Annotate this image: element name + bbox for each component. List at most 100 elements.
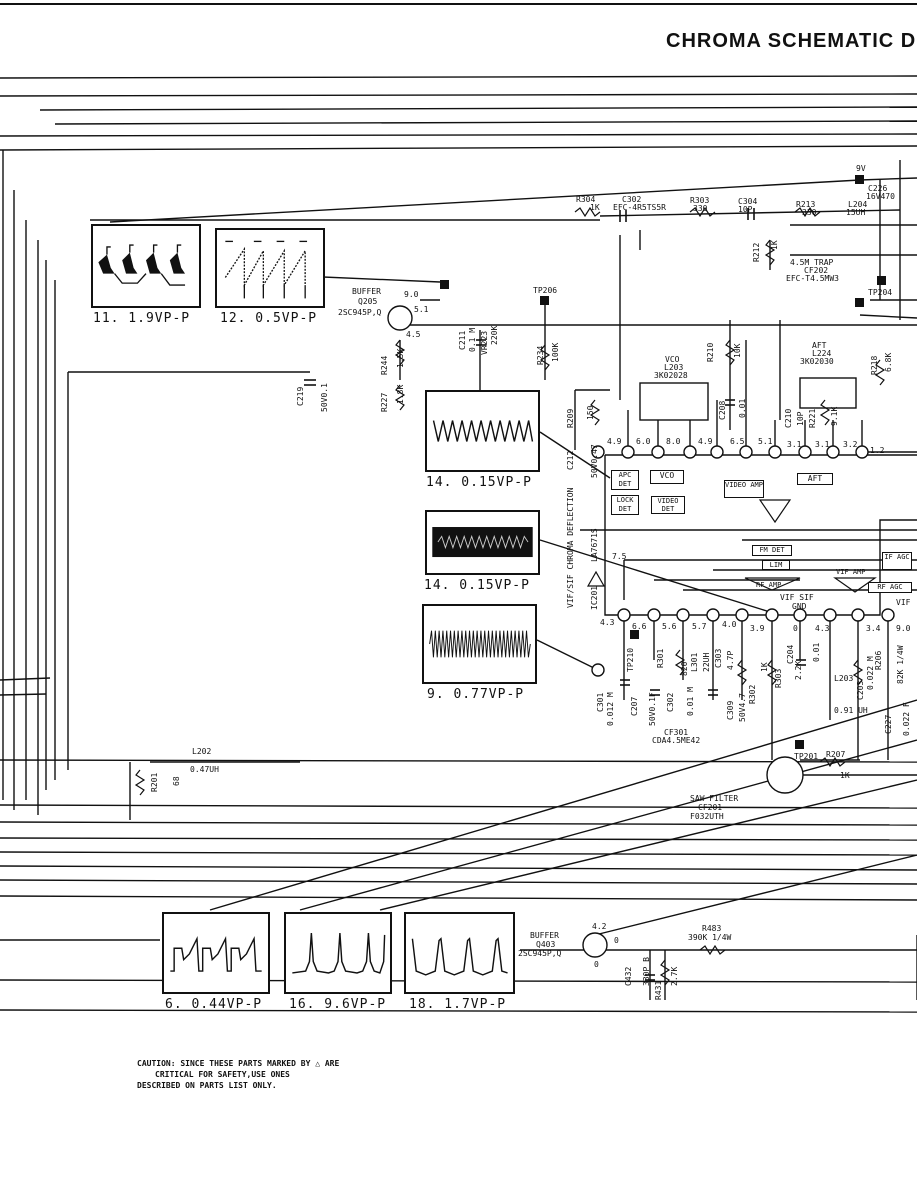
pin-voltage-b9: 3.4 [866, 624, 881, 633]
pin-voltage-4: 4.9 [698, 437, 713, 446]
label-q205-type: 2SC945P,Q [338, 308, 382, 317]
label-r209-value: 150 [586, 405, 595, 420]
block-if-agc: IF AGC [882, 552, 912, 570]
label-c303-value: 4.7P [726, 650, 735, 670]
label-r303: R303 [690, 196, 710, 205]
label-r304: R304 [576, 195, 596, 204]
ic-reference: IC201 [590, 585, 599, 610]
waveform-11 [98, 244, 186, 286]
scope-12 [215, 228, 325, 308]
pin-voltage-b7: 0 [793, 624, 798, 633]
label-q403-type: 2SC945P,Q [518, 949, 562, 958]
scope-11-label: 11. 1.9VP-P [93, 311, 191, 326]
caution-note: CAUTION: SINCE THESE PARTS MARKED BY △ A… [137, 1058, 339, 1091]
label-c432-value: 330P B [642, 957, 651, 986]
block-rf-agc: RF AGC [868, 582, 912, 593]
label-9v: 9V [856, 164, 866, 173]
waveform-16 [292, 932, 386, 974]
label-r301-value: 820 [680, 661, 689, 676]
label-c204: C204 [786, 644, 795, 664]
label-q403: Q403 [536, 940, 556, 949]
scope-6 [162, 912, 270, 994]
waveform-9 [429, 630, 531, 658]
scope-11 [91, 224, 201, 308]
block-video-det: VIDEO DET [651, 496, 685, 514]
label-c208: C208 [718, 400, 727, 420]
label-gnd: GND [792, 602, 807, 611]
block-vco: VCO [650, 470, 684, 484]
scope-9-label: 9. 0.77VP-P [427, 687, 525, 702]
label-c303: C303 [714, 648, 723, 668]
label-r431: R431 [654, 980, 663, 1000]
label-c304: C304 [738, 197, 758, 206]
label-l203-value: 3K02028 [654, 371, 688, 380]
label-c227-value: 0.022 F [902, 702, 911, 736]
label-cf301: CF301 [664, 728, 689, 737]
label-l301: L301 [690, 652, 699, 672]
label-q205: Q205 [358, 297, 378, 306]
scope-6-label: 6. 0.44VP-P [165, 997, 263, 1012]
label-tp210: TP210 [626, 647, 635, 672]
waveform-6 [170, 936, 262, 972]
label-r210-value: 10K [733, 343, 742, 358]
pin-voltage-7: 3.1 [787, 440, 802, 449]
label-r209: R209 [566, 408, 575, 428]
label-vif-sif: VIF SIF [780, 593, 814, 602]
waveform-14b [432, 527, 533, 558]
label-r213: R213 [796, 200, 816, 209]
label-r303-value: 330 [693, 204, 708, 213]
label-c207-value: 50V0.1F [648, 692, 657, 726]
label-c304-value: 10P [738, 205, 753, 214]
block-rf-amp: RF AMP [756, 581, 782, 589]
scope-14a-label: 14. 0.15VP-P [426, 475, 532, 490]
block-video-amp: VIDEO AMP [724, 480, 764, 498]
label-r483-value: 390K 1/4W [688, 933, 732, 942]
label-r201: R201 [150, 772, 159, 792]
label-c302: C302 [622, 195, 642, 204]
label-r227: R227 [380, 392, 389, 412]
label-r213-value: 330 [802, 208, 817, 217]
label-voltage-0-b: 0 [594, 960, 599, 969]
label-r244: R244 [380, 355, 389, 375]
label-voltage-9.0: 9.0 [404, 290, 419, 299]
label-l204-value: 15UH [846, 208, 866, 217]
pin-voltage-b1: 4.3 [600, 618, 615, 627]
label-vco-coil: VCO [665, 355, 680, 364]
label-r303b: R303 [774, 668, 783, 688]
pin-voltage-b5: 4.0 [722, 620, 737, 629]
label-c432: C432 [624, 966, 633, 986]
label-l203b: L203 [834, 674, 854, 683]
label-l203: L203 [664, 363, 684, 372]
block-vif-amp: VIF AMP [836, 568, 866, 576]
label-tp201: TP201 [794, 752, 819, 761]
label-r207-value: 1K [840, 771, 850, 780]
label-l204: L204 [848, 200, 868, 209]
label-c210: C210 [784, 408, 793, 428]
block-fm-det: FM DET [752, 545, 792, 556]
label-c212: C212 [566, 450, 575, 470]
label-r221-value: 9.1K [830, 406, 839, 426]
label-cf202: CF202 [804, 266, 829, 275]
label-vr223-value: 220K [490, 325, 499, 345]
label-r234: R234 [536, 345, 545, 365]
label-aft-coil: AFT [812, 341, 827, 350]
waveform-18 [411, 937, 508, 976]
waveform-14a [432, 420, 534, 442]
label-r303b-value: 2.2K [794, 660, 803, 680]
scope-14b-label: 14. 0.15VP-P [424, 578, 530, 593]
label-r206: R206 [874, 650, 883, 670]
label-tp204: TP204 [868, 288, 893, 297]
label-c204-value: 0.01 [812, 642, 821, 662]
pin-voltage-6: 5.1 [758, 437, 773, 446]
block-lock-det: LOCK DET [611, 495, 639, 515]
scope-18-label: 18. 1.7VP-P [409, 997, 507, 1012]
label-efc: EFC-4R5TS5R [613, 203, 666, 212]
waveform-12 [224, 240, 308, 299]
label-r244-value: 1.5K [396, 348, 405, 368]
label-l224: L224 [812, 349, 832, 358]
label-l224-value: 3K02030 [800, 357, 834, 366]
label-c219: C219 [296, 386, 305, 406]
label-saw-filter: SAW FILTER [690, 794, 739, 803]
scope-12-label: 12. 0.5VP-P [220, 311, 318, 326]
label-r218: R218 [870, 355, 879, 375]
